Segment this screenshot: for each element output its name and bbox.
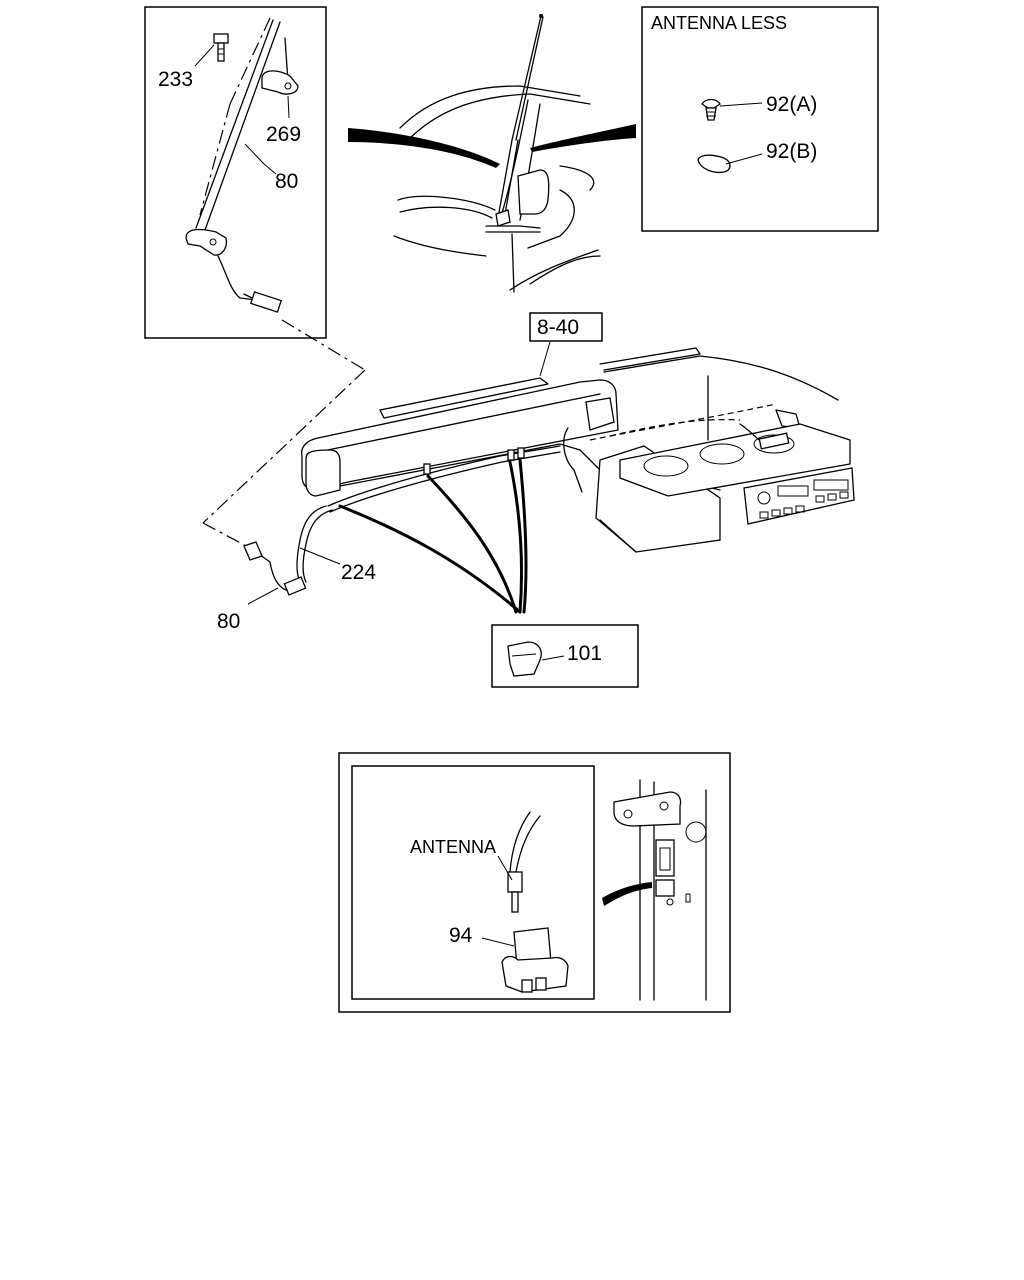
reference-label-8-40: 8-40 — [537, 316, 579, 339]
connection-dash-line — [202, 319, 366, 549]
part-label-224: 224 — [341, 561, 376, 584]
instrument-panel-view — [243, 312, 855, 688]
part-label-233: 233 — [158, 68, 193, 91]
vehicle-pillar-view — [348, 14, 636, 293]
part-label-80-bottom: 80 — [217, 610, 240, 633]
antenna-label: ANTENNA — [410, 837, 496, 857]
upper-bracket — [261, 70, 299, 95]
antenna-less-box — [641, 6, 879, 232]
part-label-80-top: 80 — [275, 170, 298, 193]
antenna-mast-detail-box — [144, 6, 327, 339]
part-label-92a: 92(A) — [766, 93, 817, 116]
plug-92b — [697, 154, 731, 174]
part-label-269: 269 — [266, 123, 301, 146]
part-label-94: 94 — [449, 924, 473, 947]
connector-socket — [655, 839, 675, 877]
part-label-101: 101 — [567, 642, 602, 665]
lower-bracket — [185, 228, 228, 256]
antenna-less-title: ANTENNA LESS — [651, 13, 787, 33]
part-label-92b: 92(B) — [766, 140, 817, 163]
reference-box-8-40 — [529, 312, 603, 342]
side-mirror — [517, 169, 550, 215]
clip-box-101 — [491, 624, 639, 688]
bolt-233 — [213, 33, 229, 62]
antenna-connector-detail-box — [338, 752, 731, 1013]
clip-101 — [507, 641, 542, 677]
clip-92a — [701, 98, 721, 109]
